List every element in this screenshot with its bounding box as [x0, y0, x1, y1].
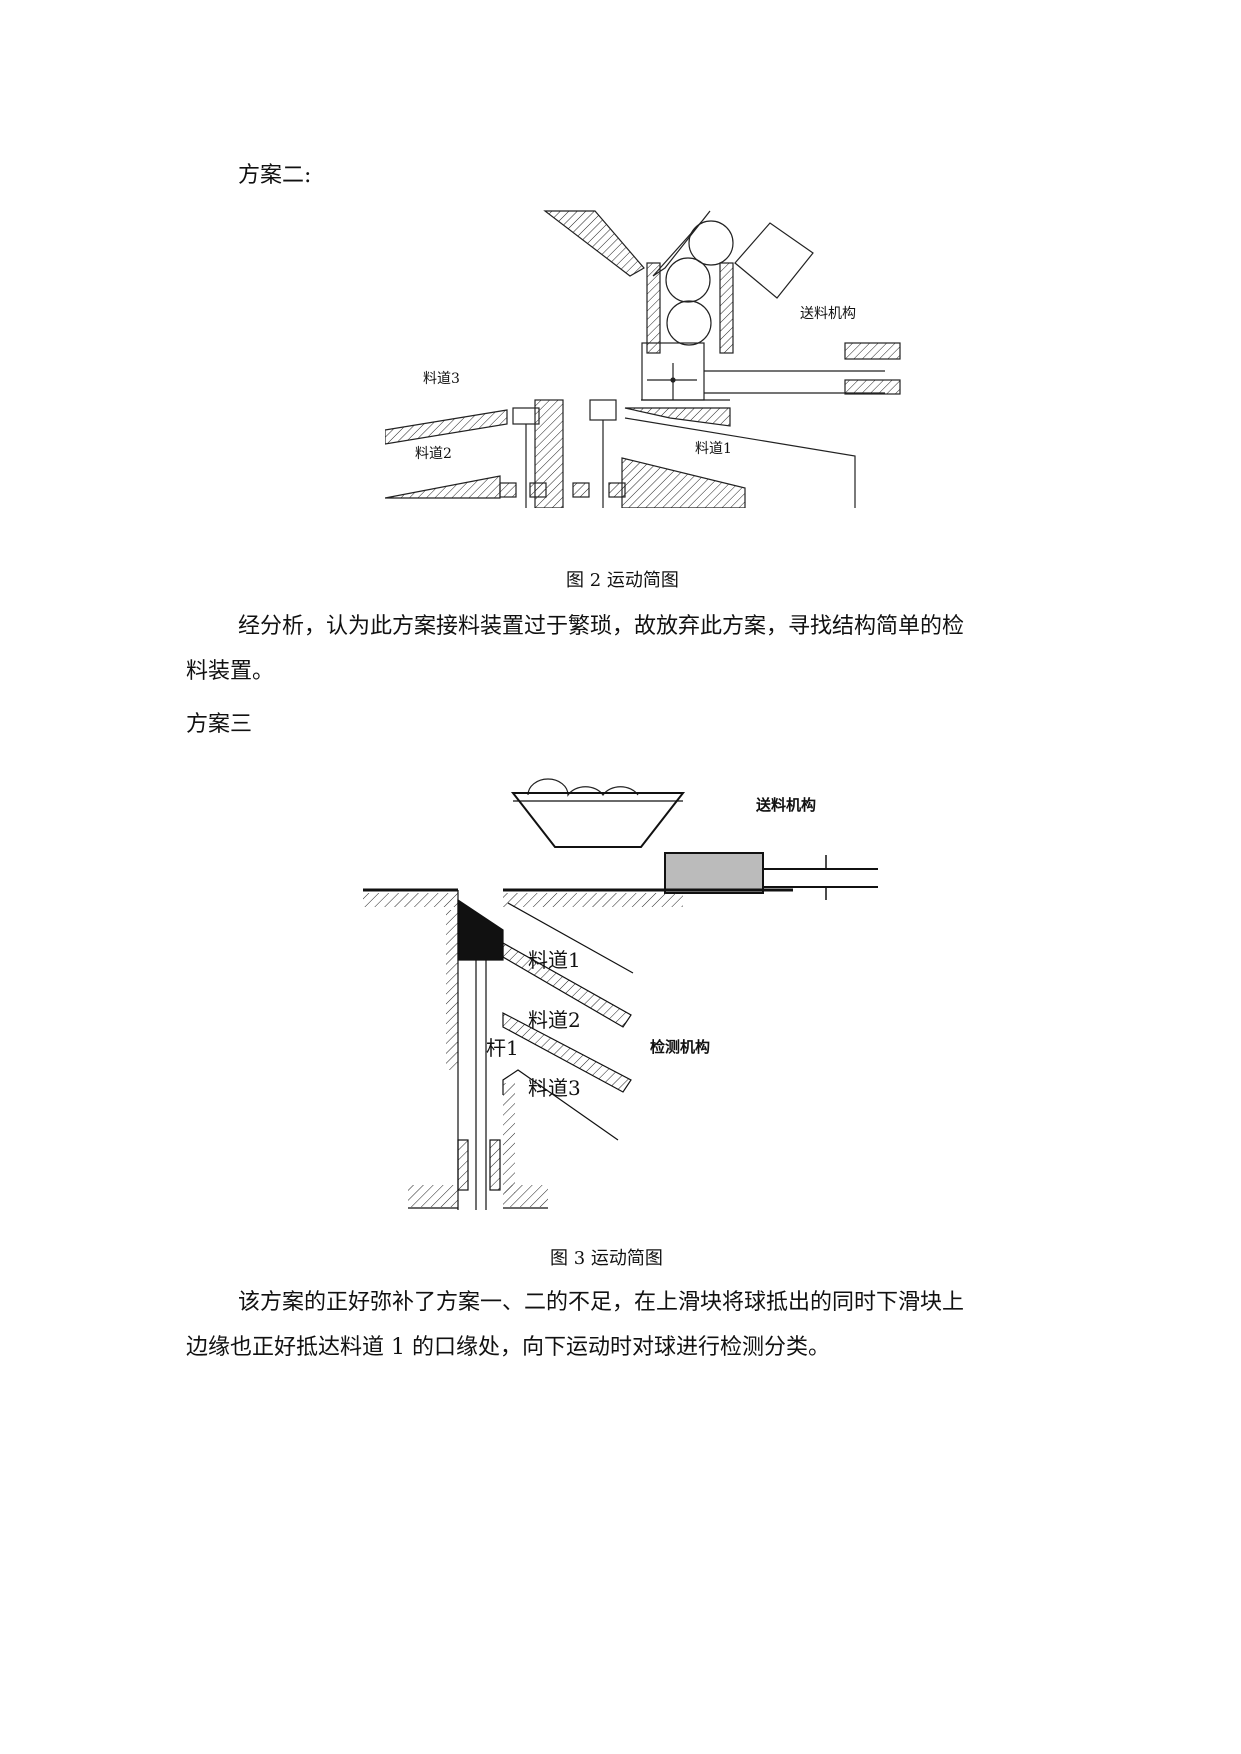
track-2: [385, 475, 501, 499]
fig3-label-feed: 送料机构: [755, 796, 816, 814]
fig2-label-track2: 料道2: [415, 446, 452, 462]
heading-scheme-3: 方案三: [186, 712, 253, 737]
paragraph-analysis: 经分析，认为此方案接料装置过于繁琐，故放弃此方案，寻找结构简单的检: [238, 614, 965, 639]
heading-scheme-2: 方案二:: [238, 163, 312, 188]
track-1: [502, 941, 632, 1028]
figure-3-diagram: 送料机构 料道1 料道2 杆1 检测机构 料道3: [363, 778, 878, 1210]
fig3-label-detect: 检测机构: [650, 1038, 710, 1056]
fig3-label-track2: 料道2: [528, 1008, 581, 1032]
guide-upper: [844, 342, 901, 360]
platform-hatch: [624, 407, 731, 427]
track-2: [502, 1012, 632, 1093]
hopper-left-wall: [543, 210, 645, 277]
fig3-label-track3: 料道3: [528, 1076, 581, 1100]
feed-block: [664, 852, 764, 894]
feed-block: [734, 222, 814, 299]
ball: [665, 257, 711, 303]
fig3-label-track1: 料道1: [528, 948, 581, 972]
fig2-label-track3: 料道3: [423, 371, 460, 387]
fig2-label-track1: 料道1: [695, 441, 732, 457]
paragraph-analysis-cont: 料装置。: [186, 659, 275, 684]
figure-2-caption: 图 2 运动简图: [566, 570, 679, 591]
fig2-label-feed: 送料机构: [800, 306, 856, 322]
fig3-label-rod: 杆1: [486, 1036, 519, 1060]
track-3: [385, 409, 508, 445]
paragraph-conclusion-cont: 边缘也正好抵达料道 1 的口缘处，向下运动时对球进行检测分类。: [186, 1335, 830, 1360]
track-1: [621, 457, 746, 508]
center-column: [534, 399, 564, 508]
figure-3-caption: 图 3 运动简图: [550, 1248, 663, 1269]
ball: [688, 220, 734, 266]
guide-lower: [844, 379, 901, 395]
ball: [666, 300, 712, 346]
hopper-right-wall: [652, 210, 711, 277]
hopper: [510, 792, 686, 848]
feed-tube-left: [646, 262, 661, 354]
paragraph-conclusion: 该方案的正好弥补了方案一、二的不足，在上滑块将球抵出的同时下滑块上: [238, 1290, 965, 1315]
figure-2-diagram: 送料机构 料道3 料道2 料道1: [385, 210, 901, 508]
feed-tube-right: [719, 262, 734, 354]
lower-slider: [457, 898, 504, 961]
